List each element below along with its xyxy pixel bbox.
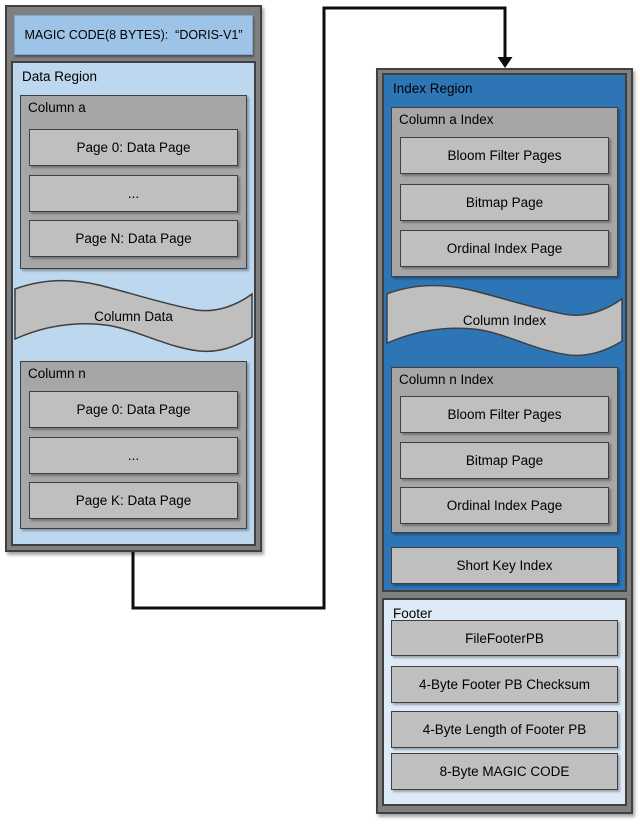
index-region: Index Region Column a Index Bloom Filter…: [382, 73, 627, 592]
column-a-index-title: Column a Index: [399, 112, 494, 127]
index-page: Bloom Filter Pages: [400, 396, 609, 433]
column-n-box: Column n Page 0: Data Page ... Page K: D…: [20, 361, 247, 529]
footer-item: 4-Byte Footer PB Checksum: [391, 666, 618, 703]
footer-item: 8-Byte MAGIC CODE: [391, 753, 618, 790]
wave-shape: [386, 284, 623, 357]
data-page: Page 0: Data Page: [29, 129, 238, 166]
footer-title: Footer: [393, 606, 433, 621]
column-n-index-title: Column n Index: [399, 372, 494, 387]
footer-item: FileFooterPB: [391, 620, 618, 656]
column-index-wave: Column Index: [386, 282, 623, 359]
index-page: Ordinal Index Page: [400, 230, 609, 267]
index-region-title: Index Region: [393, 81, 473, 96]
data-page: ...: [29, 175, 238, 212]
data-region-title: Data Region: [22, 69, 98, 84]
data-page: Page 0: Data Page: [29, 391, 238, 428]
column-data-wave: Column Data: [14, 277, 253, 355]
index-file-container: Index Region Column a Index Bloom Filter…: [376, 68, 633, 814]
magic-code-header: MAGIC CODE(8 BYTES): “DORIS-V1”: [14, 15, 253, 55]
column-a-index-box: Column a Index Bloom Filter Pages Bitmap…: [391, 107, 618, 277]
connector-arrowhead-icon: [497, 57, 513, 68]
footer-region: Footer FileFooterPB 4-Byte Footer PB Che…: [382, 598, 627, 806]
column-index-wave-label: Column Index: [462, 313, 547, 328]
data-page: Page K: Data Page: [29, 482, 238, 519]
data-page: Page N: Data Page: [29, 220, 238, 257]
data-file-container: MAGIC CODE(8 BYTES): “DORIS-V1” Data Reg…: [5, 5, 262, 552]
data-region: Data Region Column a Page 0: Data Page .…: [11, 61, 256, 546]
column-a-title: Column a: [28, 100, 86, 115]
column-data-wave-label: Column Data: [94, 308, 173, 324]
short-key-index-box: Short Key Index: [391, 547, 618, 584]
index-page: Bloom Filter Pages: [400, 137, 609, 174]
column-n-title: Column n: [28, 366, 86, 381]
wave-shape: [14, 279, 253, 353]
data-page: ...: [29, 437, 238, 474]
footer-item: 4-Byte Length of Footer PB: [391, 711, 618, 748]
index-page: Bitmap Page: [400, 184, 609, 221]
index-page: Ordinal Index Page: [400, 487, 609, 524]
index-page: Bitmap Page: [400, 442, 609, 479]
column-a-box: Column a Page 0: Data Page ... Page N: D…: [20, 95, 247, 269]
column-n-index-box: Column n Index Bloom Filter Pages Bitmap…: [391, 367, 618, 533]
